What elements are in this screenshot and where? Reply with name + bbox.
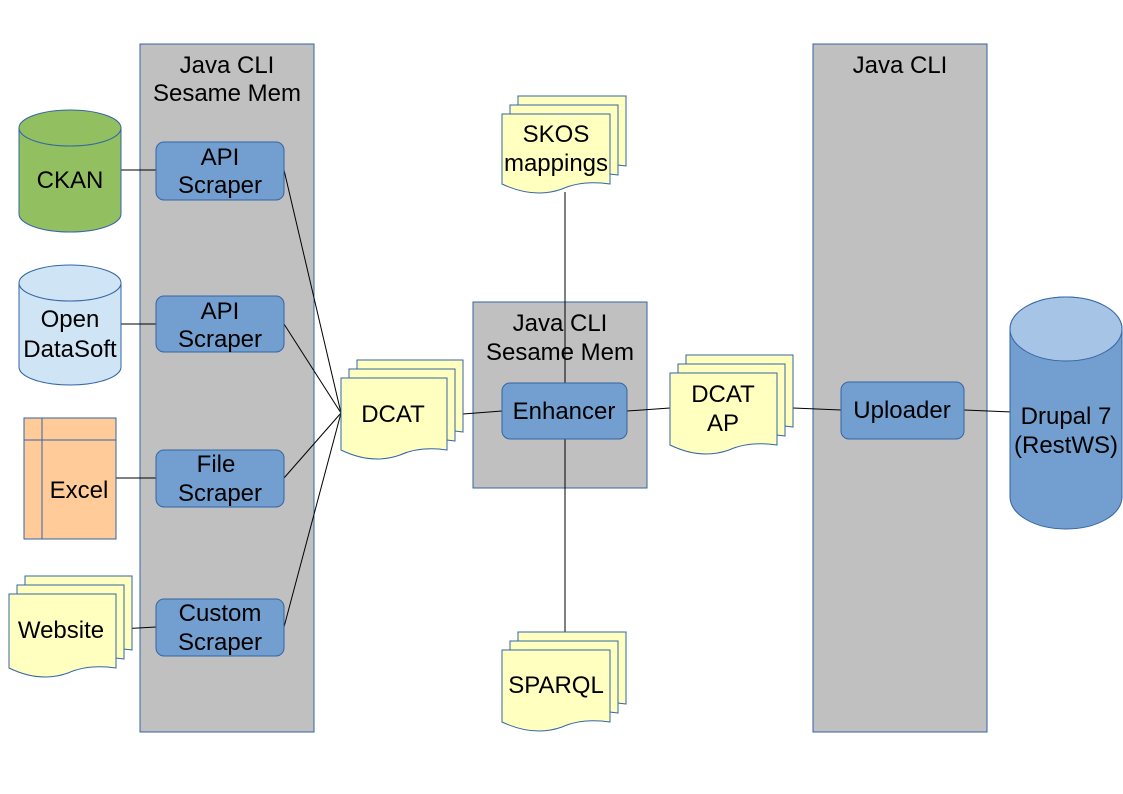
edge-dcat-enhancer xyxy=(462,410,503,415)
website-label: Website xyxy=(18,617,104,644)
uploader-component: Uploader xyxy=(840,381,965,440)
skos-label-line-2: mappings xyxy=(504,150,608,177)
drupal-label-line-1: Drupal 7 xyxy=(1021,403,1112,430)
api-scraper-1-label-line-2: Scraper xyxy=(178,172,262,199)
uploader-label: Uploader xyxy=(853,397,950,424)
dcat-multi-document: DCAT xyxy=(340,359,464,460)
sparql-label: SPARQL xyxy=(508,672,604,699)
opendatasoft-label-line-2: DataSoft xyxy=(23,336,117,363)
dcat-ap-label-line-2: AP xyxy=(707,410,739,437)
ckan-label: CKAN xyxy=(37,167,104,194)
excel-spreadsheet: Excel xyxy=(23,417,117,540)
dcat-label: DCAT xyxy=(361,401,425,428)
api-scraper-2-label-line-1: API xyxy=(201,298,240,325)
dcat-ap-multi-document: DCAT AP xyxy=(669,354,794,455)
custom-scraper-label-line-1: Custom xyxy=(179,600,262,627)
opendatasoft-label-line-1: Open xyxy=(41,306,100,333)
api-scraper-2-label-line-2: Scraper xyxy=(178,326,262,353)
custom-scraper: Custom Scraper xyxy=(155,598,285,657)
enhancer-panel-title-line-2: Sesame Mem xyxy=(486,339,634,366)
api-scraper-1: API Scraper xyxy=(155,141,285,201)
edge-api-scraper-1-dcat xyxy=(283,169,342,414)
edge-api-scraper-2-dcat xyxy=(283,323,342,414)
excel-label: Excel xyxy=(50,477,109,504)
api-scraper-2: API Scraper xyxy=(155,295,285,353)
edge-enhancer-dcat-ap xyxy=(626,407,671,412)
edge-uploader-drupal xyxy=(963,409,1013,413)
drupal-label-line-2: (RestWS) xyxy=(1014,432,1118,459)
drupal-database: Drupal 7 (RestWS) xyxy=(1009,296,1123,530)
edge-file-scraper-dcat xyxy=(283,412,342,479)
custom-scraper-label-line-2: Scraper xyxy=(178,629,262,656)
enhancer-panel-title-line-1: Java CLI xyxy=(513,310,608,337)
uploader-panel-title: Java CLI xyxy=(853,52,948,79)
sparql-multi-document: SPARQL xyxy=(501,631,627,732)
dcat-ap-label-line-1: DCAT xyxy=(691,381,755,408)
enhancer-label: Enhancer xyxy=(513,398,616,425)
edge-custom-scraper-dcat xyxy=(283,412,342,628)
opendatasoft-database: Open DataSoft xyxy=(18,264,122,386)
scrapers-panel-title-line-1: Java CLI xyxy=(180,52,275,79)
ckan-database: CKAN xyxy=(18,109,122,233)
connectors xyxy=(116,169,1013,632)
skos-label-line-1: SKOS xyxy=(523,121,590,148)
file-scraper-label-line-2: Scraper xyxy=(178,480,262,507)
scrapers-panel-title-line-2: Sesame Mem xyxy=(153,80,301,107)
edge-dcat-ap-uploader xyxy=(792,407,842,411)
api-scraper-1-label-line-1: API xyxy=(201,144,240,171)
file-scraper-label-line-1: File xyxy=(197,451,236,478)
website-multi-document: Website xyxy=(8,575,133,678)
skos-mappings-multi-document: SKOS mappings xyxy=(501,95,627,194)
enhancer-component: Enhancer xyxy=(501,382,628,440)
file-scraper: File Scraper xyxy=(155,449,285,508)
